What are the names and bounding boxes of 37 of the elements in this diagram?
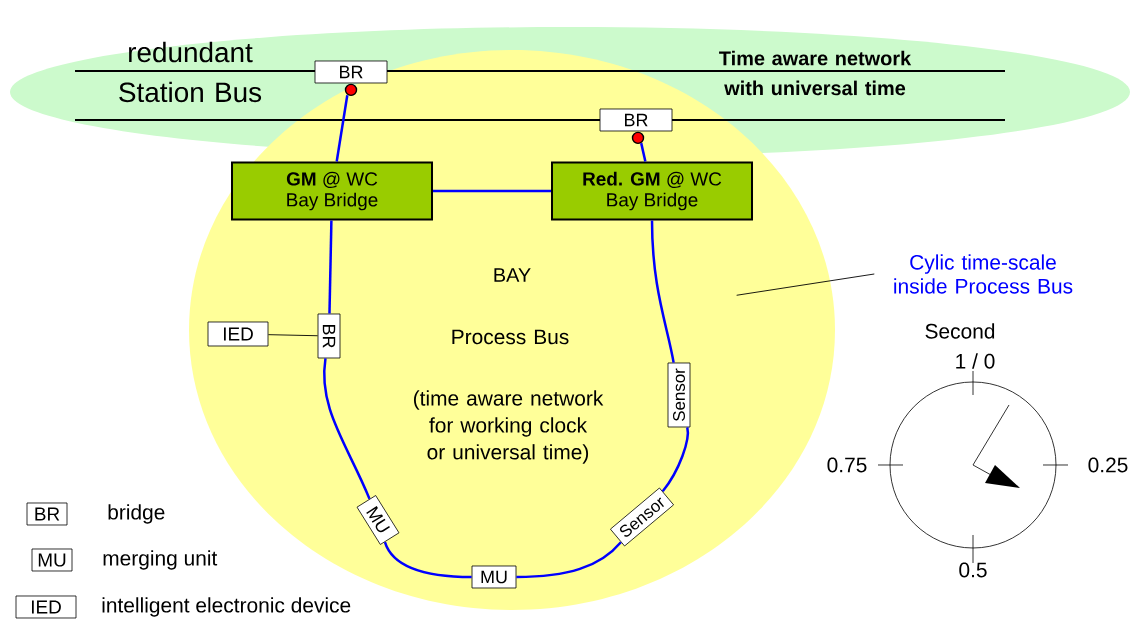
zone-label: Time aware network with universal time (719, 50, 912, 96)
network-link (640, 142, 647, 162)
network-link (650, 220, 675, 363)
zone-label: BAY (494, 268, 531, 282)
network-link (433, 189, 551, 193)
bridge-box: BR (314, 60, 388, 84)
legend-text: merging unit (103, 550, 218, 570)
network-link (328, 220, 333, 314)
network-link (335, 95, 349, 162)
leader-line (736, 273, 875, 296)
scale-label: 0.25 (1088, 457, 1128, 473)
zone-label: (time aware network for working clock or universal time) (413, 390, 604, 464)
bay-bridge-box: Red. GM @ WC Bay Bridge (551, 161, 753, 221)
scale-label: 1 / 0 (956, 353, 995, 369)
bridge-box: BR (317, 313, 341, 359)
bus-label: redundant Station Bus (119, 41, 262, 103)
network-link (516, 541, 622, 579)
device-box: IED (207, 321, 269, 347)
network-link (323, 358, 371, 500)
network-link (383, 541, 472, 579)
zone-label: Process Bus (452, 329, 569, 345)
bridge-box: BR (599, 108, 673, 132)
scale-label: 0.5 (959, 562, 987, 578)
merging-unit-box: MU (356, 495, 400, 545)
scale-label: 0.75 (827, 457, 867, 473)
network-link (661, 427, 689, 493)
scale-label: Second (925, 323, 995, 339)
merging-unit-box: MU (471, 565, 517, 589)
sensor-box: Sensor (667, 362, 691, 428)
legend-text: intelligent electronic device (102, 597, 351, 617)
legend-key-box: IED (15, 595, 77, 619)
legend-key-box: MU (31, 548, 73, 572)
legend-key-box: BR (26, 502, 68, 526)
callout-text: Cylic time-scale inside Process Bus (894, 254, 1073, 294)
legend-text: bridge (108, 504, 165, 524)
connector-line (267, 334, 319, 337)
bay-bridge-box: GM @ WC Bay Bridge (231, 161, 433, 221)
